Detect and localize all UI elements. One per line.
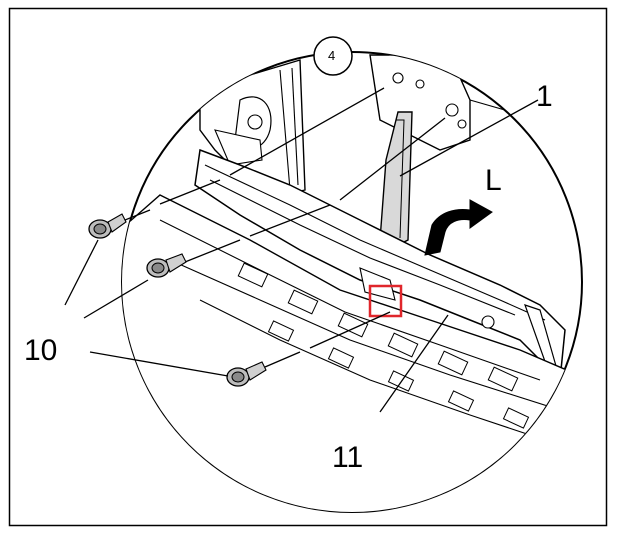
view-callout-circle bbox=[313, 36, 353, 76]
border-frame bbox=[8, 7, 608, 527]
detail-view-contents bbox=[122, 54, 582, 512]
bolt-icon bbox=[146, 253, 187, 278]
callout-part-1: 1 bbox=[536, 80, 553, 113]
callout-direction-L: L bbox=[485, 164, 502, 197]
direction-arrow-icon bbox=[424, 199, 493, 256]
callout-leaders bbox=[64, 99, 539, 413]
callout-part-10: 10 bbox=[24, 334, 58, 367]
bolt-icon bbox=[88, 213, 127, 239]
bolt-icon bbox=[226, 361, 267, 387]
bolt-alignment-lines bbox=[119, 87, 446, 368]
view-callout-label: 4 bbox=[328, 48, 336, 63]
callout-part-11: 11 bbox=[332, 441, 364, 474]
highlight-box bbox=[368, 284, 403, 318]
part-11-panel bbox=[122, 194, 582, 512]
